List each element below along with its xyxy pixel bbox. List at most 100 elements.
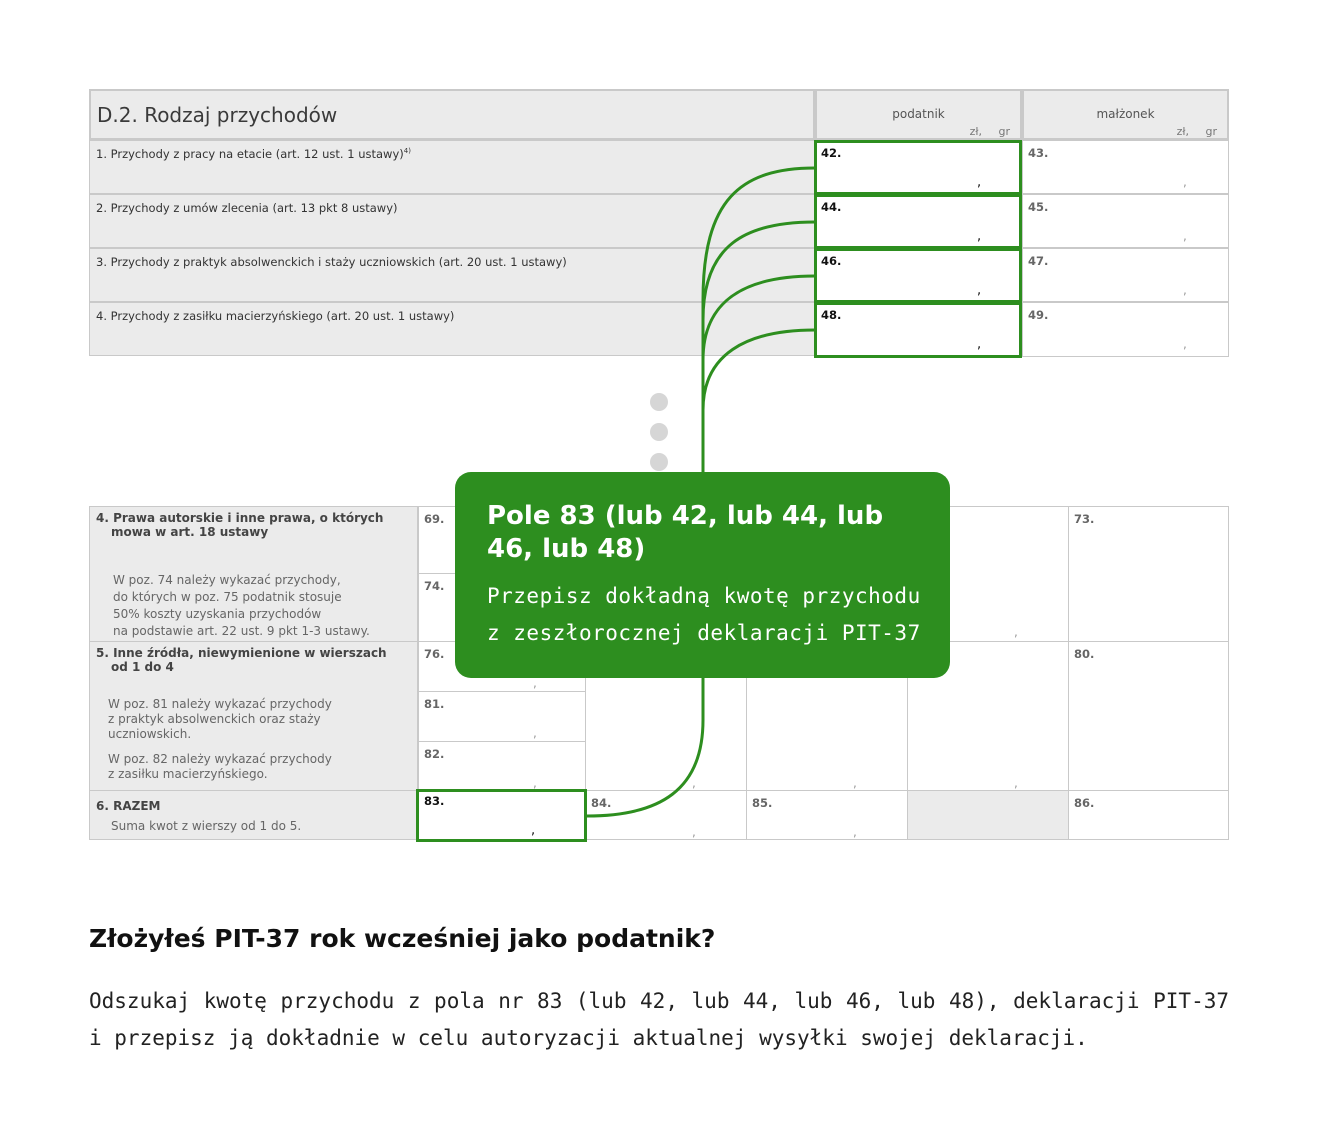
row-text-1: 1. Przychody z pracy na etacie (art. 12 … — [96, 147, 404, 161]
field-45-number: 45. — [1028, 200, 1049, 214]
header-zl-label: zł, — [1176, 125, 1189, 138]
ellipsis-dot — [650, 453, 668, 471]
field-43-number: 43. — [1028, 146, 1049, 160]
field-86-number: 86. — [1074, 796, 1095, 810]
field-80[interactable]: 80. — [1068, 641, 1229, 791]
field-45[interactable]: 45. , — [1022, 194, 1229, 248]
decimal-comma: , — [692, 825, 696, 839]
field-83-highlight[interactable]: 83. , — [416, 789, 587, 842]
header-gr-label: gr — [1205, 125, 1217, 138]
decimal-comma: , — [1183, 229, 1187, 243]
decimal-comma: , — [692, 776, 696, 790]
decimal-comma: , — [977, 229, 982, 244]
field-85[interactable]: 85. , — [746, 790, 908, 840]
field-69-number: 69. — [424, 512, 445, 526]
field-86[interactable]: 86. — [1068, 790, 1229, 840]
field-disabled — [907, 790, 1069, 840]
field-42-highlight[interactable]: , — [814, 140, 1022, 195]
decimal-comma: , — [853, 825, 857, 839]
row-note: do których w poz. 75 podatnik stosuje — [113, 590, 342, 604]
decimal-comma: , — [531, 823, 536, 838]
row-label-inne-zrodla: 5. Inne źródła, niewymienione w wierszac… — [89, 641, 418, 791]
decimal-comma: , — [533, 676, 537, 690]
info-callout: Pole 83 (lub 42, lub 44, lub 46, lub 48)… — [455, 472, 950, 678]
decimal-comma: , — [1014, 625, 1018, 639]
decimal-comma: , — [977, 337, 982, 352]
callout-title: Pole 83 (lub 42, lub 44, lub 46, lub 48) — [487, 501, 884, 564]
field-49[interactable]: 49. , — [1022, 302, 1229, 357]
field-81-number: 81. — [424, 697, 445, 711]
row-label-2: 2. Przychody z umów zlecenia (art. 13 pk… — [89, 194, 815, 248]
row-title: 5. Inne źródła, niewymienione w wierszac… — [96, 646, 387, 660]
header-zl-label: zł, — [969, 125, 982, 138]
field-84[interactable]: 84. , — [585, 790, 747, 840]
row-text-4: 4. Przychody z zasiłku macierzyńskiego (… — [96, 309, 455, 323]
field-84-number: 84. — [591, 796, 612, 810]
row-note: W poz. 81 należy wykazać przychody — [108, 697, 332, 711]
field-47-number: 47. — [1028, 254, 1049, 268]
decimal-comma: , — [1183, 337, 1187, 351]
field-82-number: 82. — [424, 747, 445, 761]
row-title: 4. Prawa autorskie i inne prawa, o który… — [96, 511, 384, 525]
field-46-highlight[interactable]: , — [814, 248, 1022, 303]
row-text-2: 2. Przychody z umów zlecenia (art. 13 pk… — [96, 201, 398, 215]
row-note: uczniowskich. — [108, 727, 192, 741]
field-80-number: 80. — [1074, 647, 1095, 661]
row-label-razem: 6. RAZEM Suma kwot z wierszy od 1 do 5. — [89, 790, 418, 840]
row-label-prawa-autorskie: 4. Prawa autorskie i inne prawa, o który… — [89, 506, 418, 642]
field-44-number: 44. — [821, 200, 842, 214]
callout-text-line-2: z zeszłorocznej deklaracji PIT-37 — [487, 621, 921, 645]
row-note: W poz. 74 należy wykazać przychody, — [113, 573, 341, 587]
field-42-number: 42. — [821, 146, 842, 160]
field-44-highlight[interactable]: , — [814, 194, 1022, 249]
field-82[interactable]: 82. , — [418, 741, 586, 791]
row-title: mowa w art. 18 ustawy — [111, 525, 269, 539]
field-83-number: 83. — [424, 794, 445, 808]
field-46-cell: 46. — [815, 248, 1022, 302]
field-48-number: 48. — [821, 308, 842, 322]
decimal-comma: , — [533, 726, 537, 740]
row-note: Suma kwot z wierszy od 1 do 5. — [111, 819, 302, 833]
header-podatnik: podatnik zł, gr — [815, 89, 1022, 140]
field-48-highlight[interactable]: , — [814, 302, 1022, 358]
field-47[interactable]: 47. , — [1022, 248, 1229, 302]
field-74-number: 74. — [424, 579, 445, 593]
header-malzonek-label: małżonek — [1096, 107, 1155, 121]
row-label-3: 3. Przychody z praktyk absolwenckich i s… — [89, 248, 815, 302]
section-title: D.2. Rodzaj przychodów — [97, 103, 338, 127]
field-73[interactable]: 73. — [1068, 506, 1229, 642]
callout-text: Przepisz dokładną kwotę przychodu z zesz… — [487, 578, 937, 652]
field-76-number: 76. — [424, 647, 445, 661]
section-title-cell: D.2. Rodzaj przychodów — [89, 89, 815, 140]
section-heading: Złożyłeś PIT-37 rok wcześniej jako podat… — [89, 924, 716, 953]
header-podatnik-label: podatnik — [892, 107, 945, 121]
row-note: 50% koszty uzyskania przychodów — [113, 607, 322, 621]
row-title: 6. RAZEM — [96, 799, 161, 813]
form-section-d2: D.2. Rodzaj przychodów podatnik zł, gr m… — [89, 89, 1229, 357]
decimal-comma: , — [853, 776, 857, 790]
row-label-1: 1. Przychody z pracy na etacie (art. 12 … — [89, 140, 815, 194]
decimal-comma: , — [977, 283, 982, 298]
field-73-number: 73. — [1074, 512, 1095, 526]
row-text-3: 3. Przychody z praktyk absolwenckich i s… — [96, 255, 567, 269]
callout-text-line-1: Przepisz dokładną kwotę przychodu — [487, 584, 921, 608]
row-note: na podstawie art. 22 ust. 9 pkt 1-3 usta… — [113, 624, 370, 638]
field-49-number: 49. — [1028, 308, 1049, 322]
ellipsis-dot — [650, 423, 668, 441]
row-note: z zasiłku macierzyńskiego. — [108, 767, 268, 781]
decimal-comma: , — [977, 175, 982, 190]
instruction-paragraph: Odszukaj kwotę przychodu z pola nr 83 (l… — [89, 989, 1229, 1050]
decimal-comma: , — [1183, 283, 1187, 297]
decimal-comma: , — [533, 776, 537, 790]
row-footnote-1: 4) — [403, 147, 411, 156]
header-malzonek: małżonek zł, gr — [1022, 89, 1229, 140]
field-81[interactable]: 81. , — [418, 691, 586, 742]
row-note: z praktyk absolwenckich oraz staży — [108, 712, 321, 726]
field-43[interactable]: 43. , — [1022, 140, 1229, 194]
field-46-number: 46. — [821, 254, 842, 268]
row-label-4: 4. Przychody z zasiłku macierzyńskiego (… — [89, 302, 815, 356]
header-gr-label: gr — [998, 125, 1010, 138]
field-85-number: 85. — [752, 796, 773, 810]
decimal-comma: , — [1183, 175, 1187, 189]
row-title: od 1 do 4 — [111, 660, 174, 674]
